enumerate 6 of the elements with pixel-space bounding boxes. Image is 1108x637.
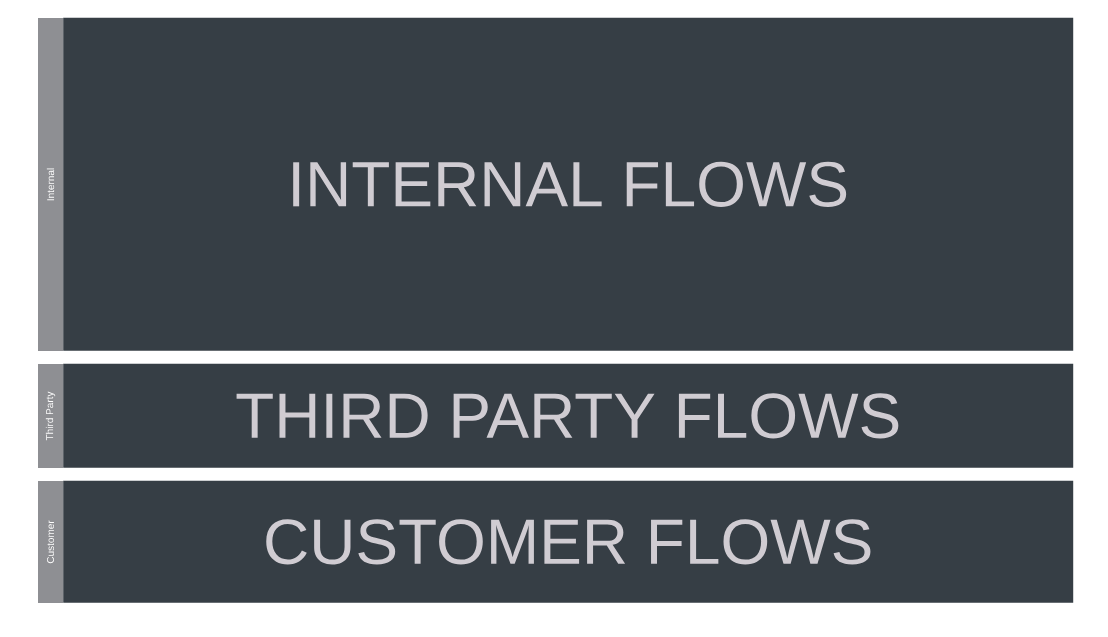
swimlane: CUSTOMER FLOWS <box>63 480 1074 603</box>
lane-label: Third Party <box>38 364 63 468</box>
swimlane: INTERNAL FLOWS <box>63 17 1074 351</box>
lane-label: Customer <box>38 481 63 603</box>
lane-label: Internal <box>38 18 63 351</box>
swimlane: THIRD PARTY FLOWS <box>63 363 1074 468</box>
